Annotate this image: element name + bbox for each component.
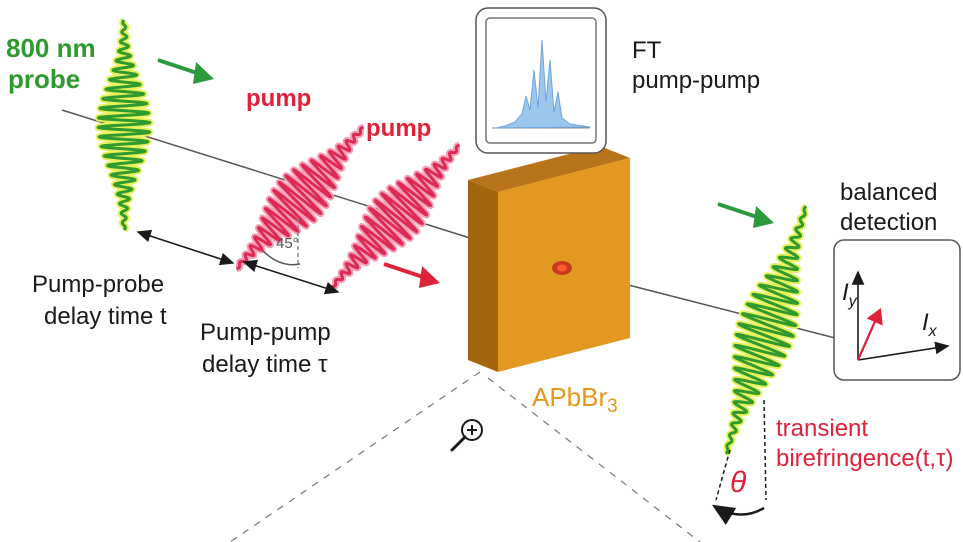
theta-rotation-arrow	[711, 504, 765, 525]
probe-out-wave	[724, 205, 808, 455]
pump-label-2: pump	[366, 115, 431, 142]
sample-slab	[468, 146, 630, 372]
theta-label: θ	[730, 466, 747, 499]
pump-pulse-2	[329, 141, 463, 291]
balanced-detection-box	[833, 239, 961, 381]
pump-probe-delay-arrow	[136, 229, 235, 266]
probe-pulse	[94, 16, 154, 234]
zoom-cone-left	[229, 371, 481, 542]
probe-pulse-wave	[96, 18, 152, 232]
transient-label-line1: transient	[776, 415, 868, 442]
probe-direction-arrow	[157, 58, 214, 84]
ft-label-line1: FT	[632, 37, 662, 64]
pump-pulse-1-wave	[235, 125, 365, 271]
angle-arc	[261, 249, 301, 266]
axis-x-label: Ix	[922, 309, 938, 340]
theta-line-right	[763, 399, 767, 501]
ft-label-line2: pump-pump	[632, 67, 760, 94]
transient-label-line2: birefringence(t,τ)	[776, 445, 954, 472]
pump-direction-arrow	[383, 262, 440, 288]
axis-y-label: Iy	[842, 279, 858, 310]
pump-label-1: pump	[246, 85, 311, 112]
pump-pump-delay-line2: delay time τ	[202, 351, 328, 378]
transmitted-probe-pulse	[722, 203, 810, 457]
pump-pump-delay-line1: Pump-pump	[200, 319, 331, 346]
zoom-cone-right	[487, 377, 701, 542]
ft-spectrum-box	[475, 7, 607, 154]
pump-pulse-1	[233, 123, 367, 273]
pump-pulse-2-wave	[331, 143, 461, 289]
sample-label: APbBr3	[532, 382, 618, 417]
pump-pump-delay-arrow	[242, 259, 340, 295]
angle-label: 45°	[276, 235, 299, 252]
pump-probe-delay-line2: delay time t	[44, 303, 167, 330]
detection-label-line2: detection	[840, 209, 937, 236]
detection-label-line1: balanced	[840, 179, 937, 206]
theta-line-left	[715, 449, 731, 501]
transmitted-probe-arrow	[717, 202, 774, 228]
probe-label-line2: probe	[8, 64, 80, 94]
pump-probe-delay-line1: Pump-probe	[32, 271, 164, 298]
probe-label-line1: 800 nm	[6, 33, 96, 63]
zoom-in-icon[interactable]	[450, 419, 483, 452]
